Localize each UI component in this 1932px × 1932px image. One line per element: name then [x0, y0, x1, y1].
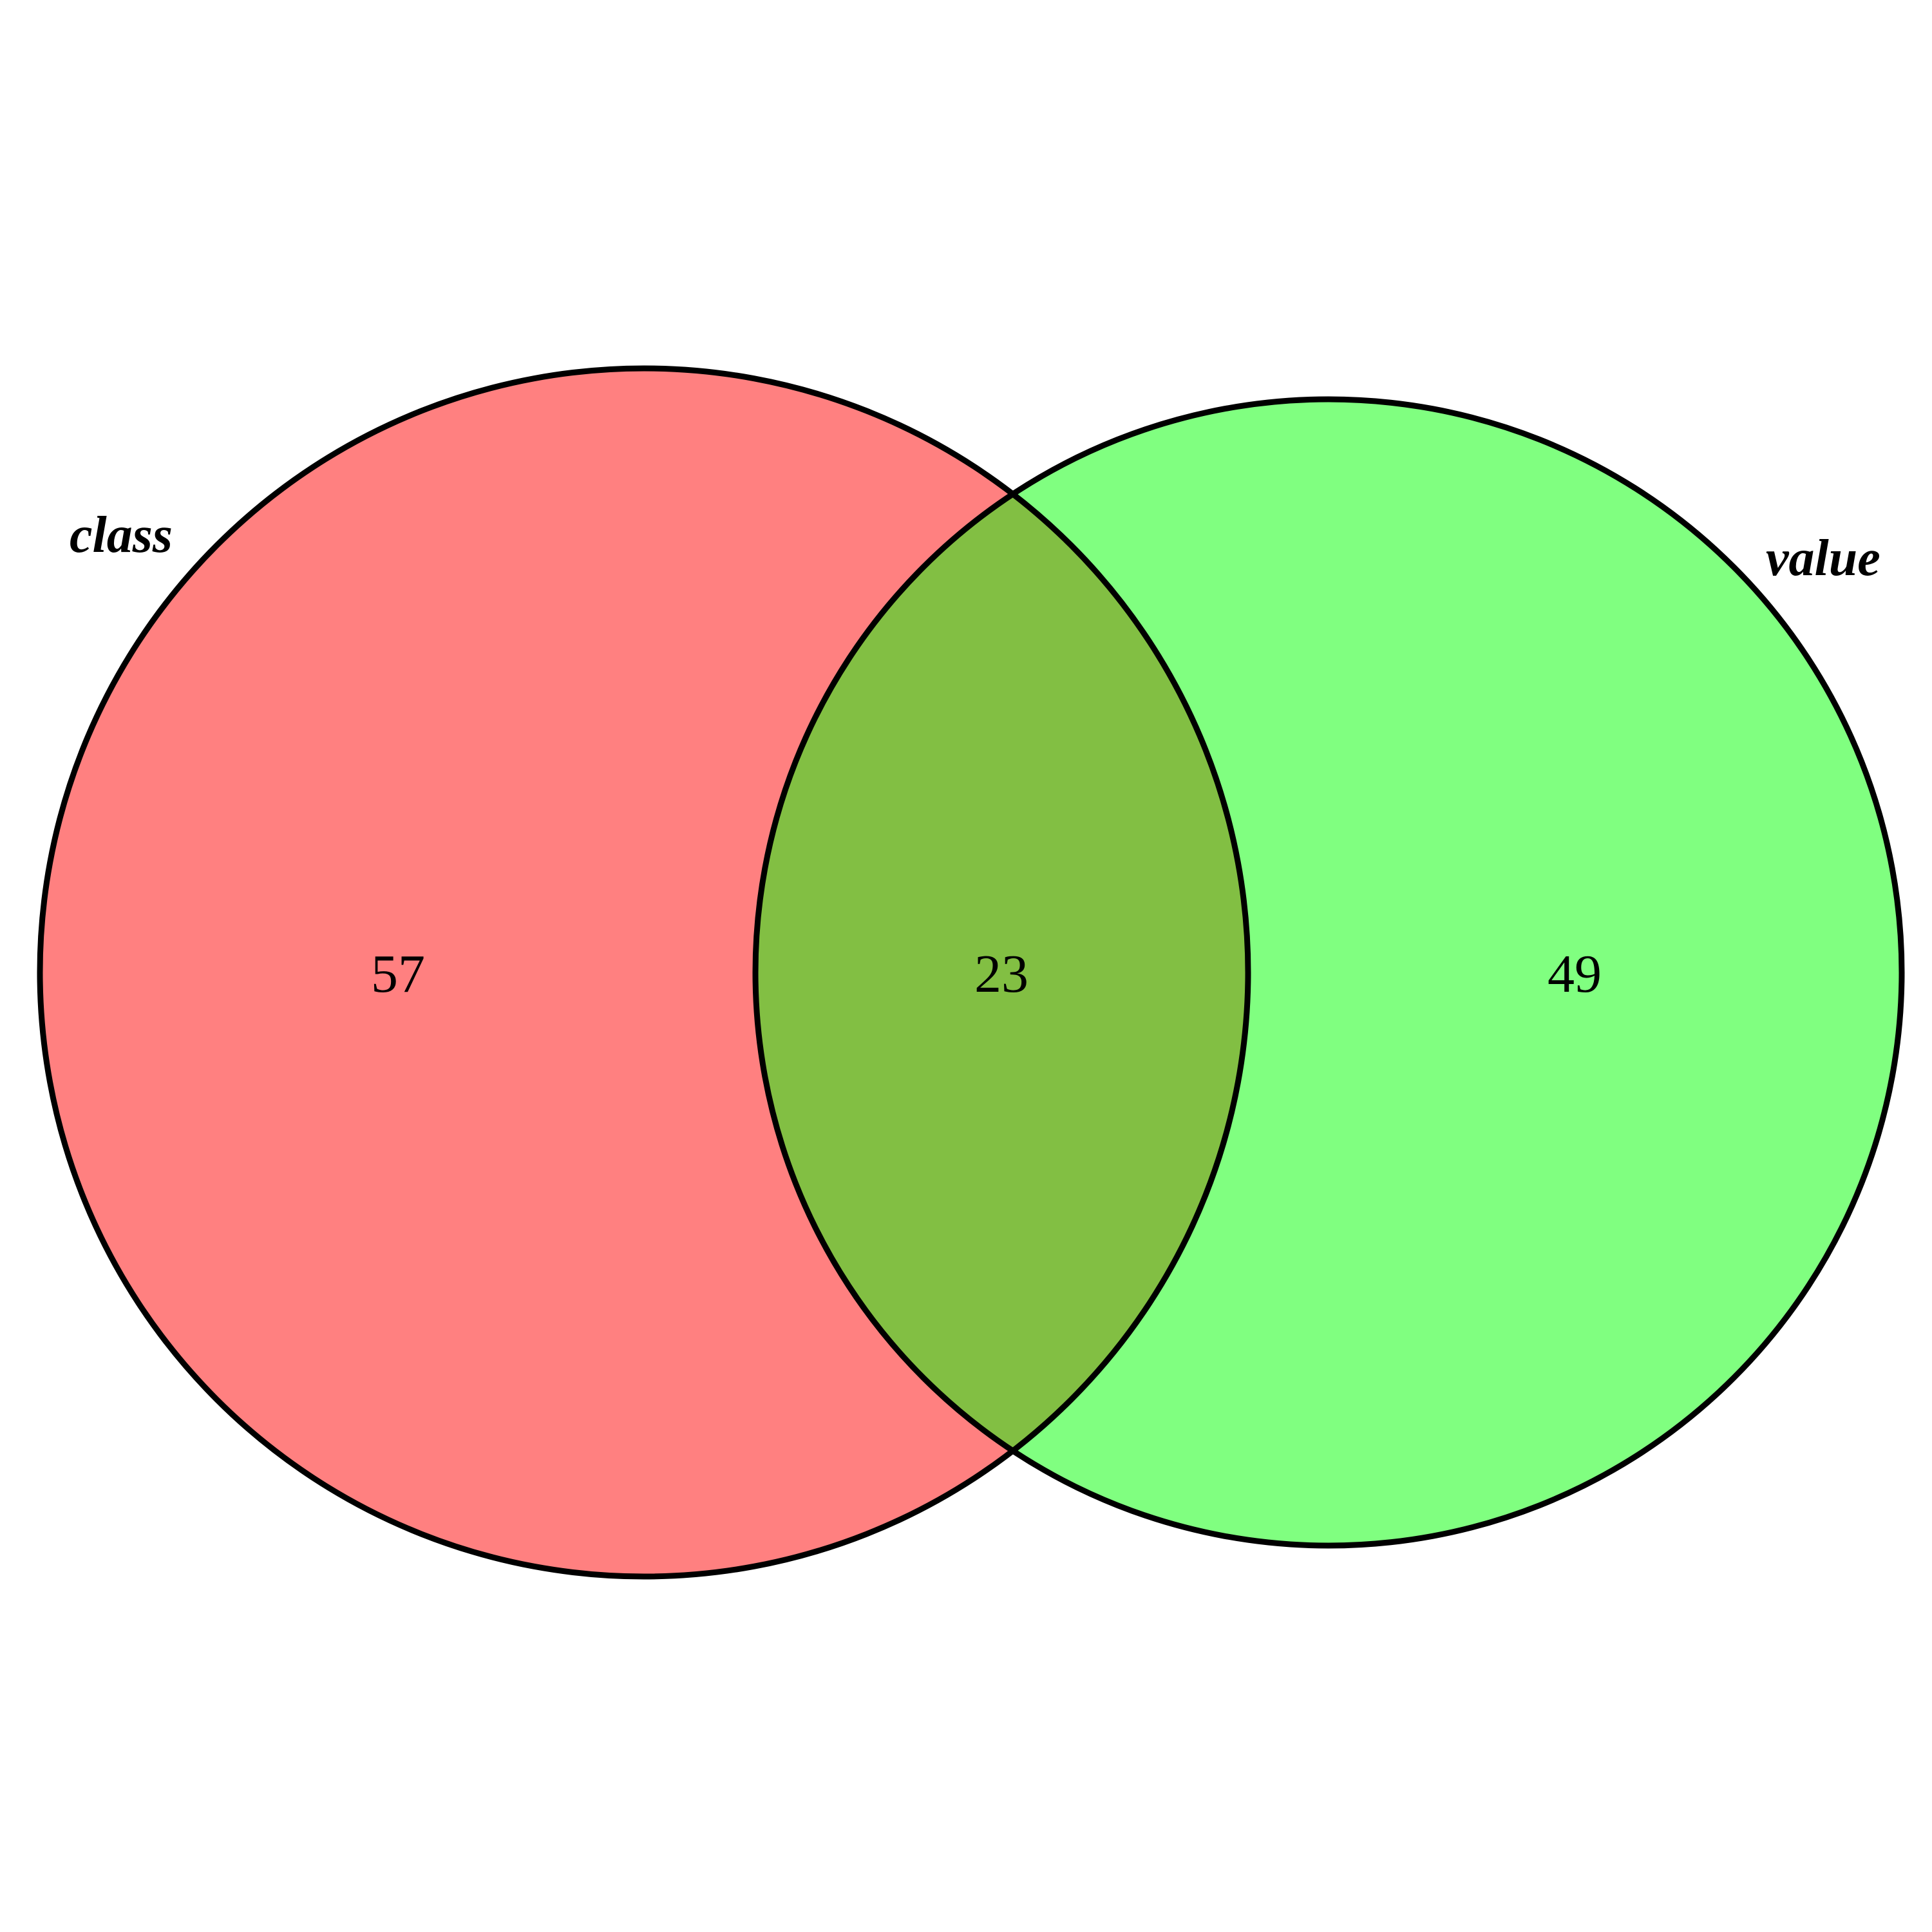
set-label-class: class [70, 507, 173, 564]
count-class-only: 57 [371, 944, 425, 1004]
set-label-value: value [1766, 530, 1880, 587]
count-intersection: 23 [974, 944, 1028, 1004]
set-value-outline [752, 396, 1905, 1549]
count-value-only: 49 [1548, 944, 1602, 1004]
intersection-region [755, 399, 1248, 1546]
set-class-outline [37, 365, 1251, 1580]
